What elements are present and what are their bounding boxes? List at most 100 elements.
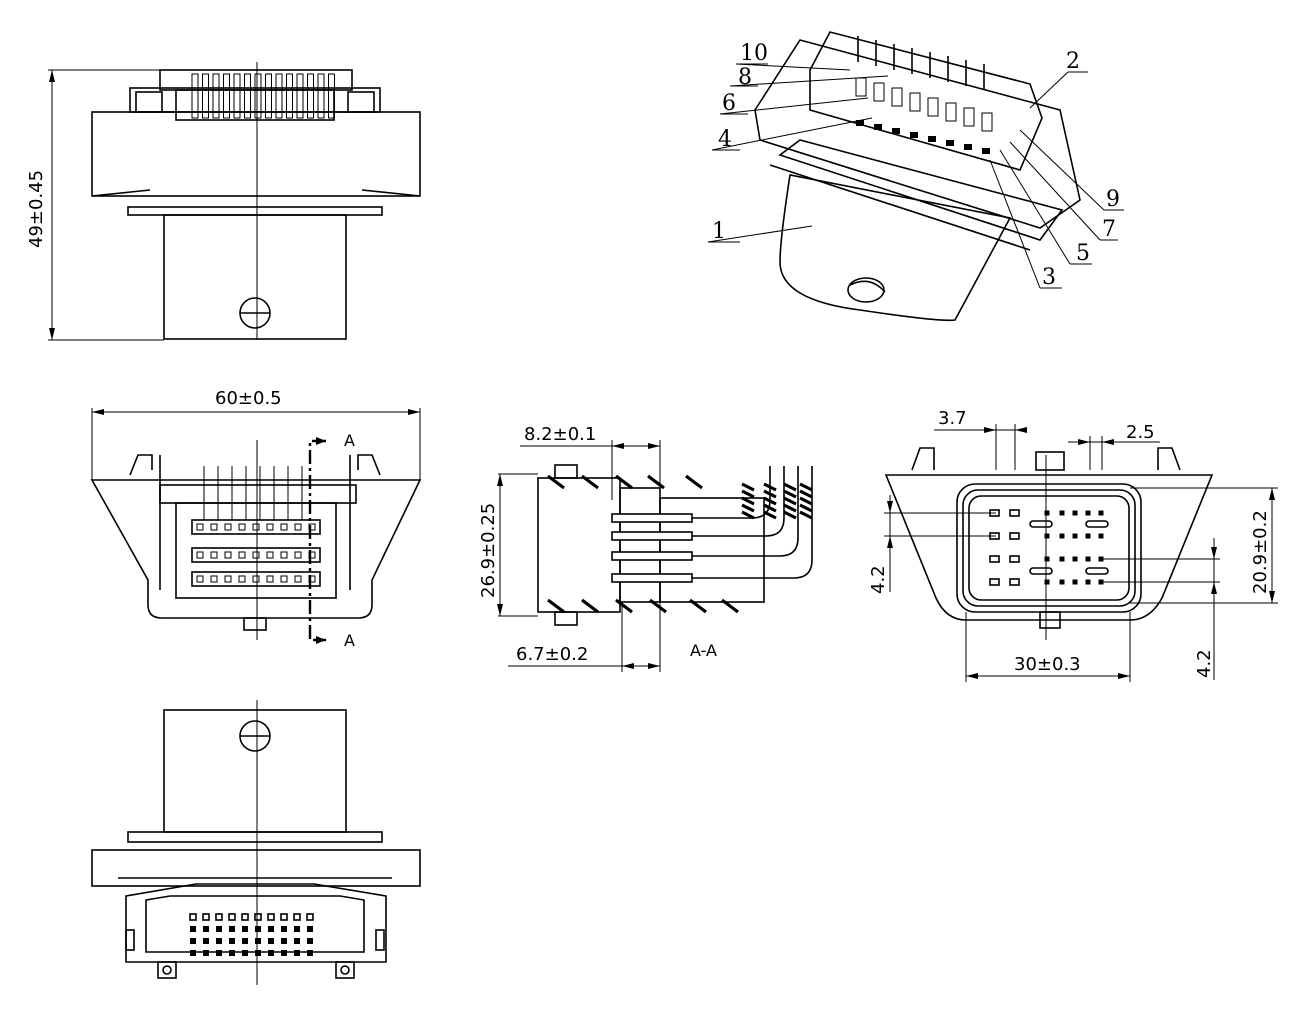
front-comb-pin <box>275 73 283 119</box>
front-comb-pin <box>212 73 220 119</box>
callout-1: 1 <box>712 219 726 244</box>
top-pin-slot <box>280 575 288 583</box>
rear-view <box>91 700 421 985</box>
section-lead <box>692 466 771 519</box>
section-coil-mark <box>741 496 755 506</box>
front-comb-pin <box>223 73 230 119</box>
section-coil-mark <box>763 482 777 492</box>
top-pin-slot <box>294 551 302 559</box>
section-hatch-mark <box>615 598 633 614</box>
front-comb-pin <box>286 73 293 119</box>
iso-cavity <box>945 102 957 122</box>
section-hatch-mark <box>547 474 565 490</box>
top-pin-slot <box>280 523 288 531</box>
face-pin-dot <box>1044 533 1050 539</box>
callout-10: 10 <box>740 41 768 66</box>
top-pin-row <box>191 519 321 535</box>
face-pin-dot <box>1059 510 1065 516</box>
callout-7: 7 <box>1102 217 1116 242</box>
section-hatch-mark <box>649 598 667 614</box>
rear-pin <box>306 913 314 921</box>
top-pin-slot <box>224 575 232 583</box>
callout-3: 3 <box>1042 265 1056 290</box>
section-hatch-mark <box>721 598 739 614</box>
rear-pin <box>294 938 300 944</box>
top-pin-slot <box>224 551 232 559</box>
section-coil-mark <box>783 489 797 499</box>
callout-4: 4 <box>718 127 732 152</box>
rear-pin <box>189 913 197 921</box>
section-coil-mark <box>763 496 777 506</box>
rear-pin <box>216 950 222 956</box>
front-comb-pin <box>307 73 314 119</box>
top-pin-row <box>191 571 321 587</box>
top-pin-slot <box>294 575 302 583</box>
section-coil-mark <box>763 510 777 520</box>
rear-pin <box>215 913 223 921</box>
section-offset-label: 6.7±0.2 <box>516 644 588 665</box>
face-pin-square <box>989 555 1000 563</box>
iso-contact <box>946 140 954 146</box>
front-comb-pin <box>317 73 325 119</box>
section-contact <box>611 573 693 583</box>
front-comb-pin <box>328 73 335 119</box>
section-coil-mark <box>799 496 813 506</box>
iso-contact <box>982 148 990 154</box>
face-pin-slot <box>1029 520 1053 528</box>
rear-pin <box>254 913 262 921</box>
face-pin-dot <box>1085 579 1091 585</box>
rear-pin <box>268 950 274 956</box>
iso-contact <box>856 120 864 126</box>
width-dimension-label: 60±0.5 <box>215 388 282 409</box>
rear-pin <box>281 950 287 956</box>
callout-8: 8 <box>738 65 752 90</box>
callout-5: 5 <box>1076 241 1090 266</box>
section-coil-mark <box>783 496 797 506</box>
top-pin-slot <box>294 523 302 531</box>
rear-pin <box>229 938 235 944</box>
front-comb-pin <box>191 73 199 119</box>
iso-cavity <box>909 92 921 112</box>
face-pin-dot <box>1072 556 1078 562</box>
section-contact <box>611 531 693 541</box>
rear-pin <box>307 938 313 944</box>
face-height-label: 20.9±0.2 <box>1250 510 1271 594</box>
pin-pitch-a-label: 3.7 <box>938 408 967 429</box>
top-pin-slot <box>266 551 274 559</box>
rear-pin <box>268 938 274 944</box>
section-depth-label: 8.2±0.1 <box>524 424 596 445</box>
front-comb-pin <box>233 73 241 119</box>
top-pin-slot <box>252 575 260 583</box>
rear-pin <box>202 913 210 921</box>
iso-cavity <box>855 77 867 97</box>
front-comb-pin <box>296 73 304 119</box>
rear-pin <box>242 950 248 956</box>
rear-pin <box>267 913 275 921</box>
face-pin-dot <box>1085 556 1091 562</box>
face-pin-dot <box>1072 579 1078 585</box>
isometric-view: 1 2 3 4 5 6 7 8 9 10 <box>707 31 1124 322</box>
top-pin-slot <box>280 551 288 559</box>
iso-contact <box>964 144 972 150</box>
top-pin-slot <box>238 551 246 559</box>
section-height-label: 26.9±0.25 <box>478 503 499 598</box>
section-coil-mark <box>741 482 755 492</box>
top-pin-slot <box>210 551 218 559</box>
face-pin-dot <box>1072 510 1078 516</box>
face-pin-dot <box>1059 533 1065 539</box>
rear-pin <box>294 926 300 932</box>
iso-contact <box>910 132 918 138</box>
face-pin-dot <box>1085 533 1091 539</box>
section-view-a-a: 26.9±0.25 8.2±0.1 6.7±0.2 A-A <box>478 424 813 672</box>
section-coil-mark <box>799 489 813 499</box>
rear-pin <box>203 950 209 956</box>
section-contact <box>611 513 693 523</box>
top-pin-slot <box>266 523 274 531</box>
top-pin-slot <box>210 523 218 531</box>
rear-pin <box>280 913 288 921</box>
rear-pin <box>255 950 261 956</box>
front-latch-left <box>135 91 163 113</box>
rear-pin <box>281 938 287 944</box>
callout-6: 6 <box>722 91 736 116</box>
section-hatch-mark <box>547 598 565 614</box>
